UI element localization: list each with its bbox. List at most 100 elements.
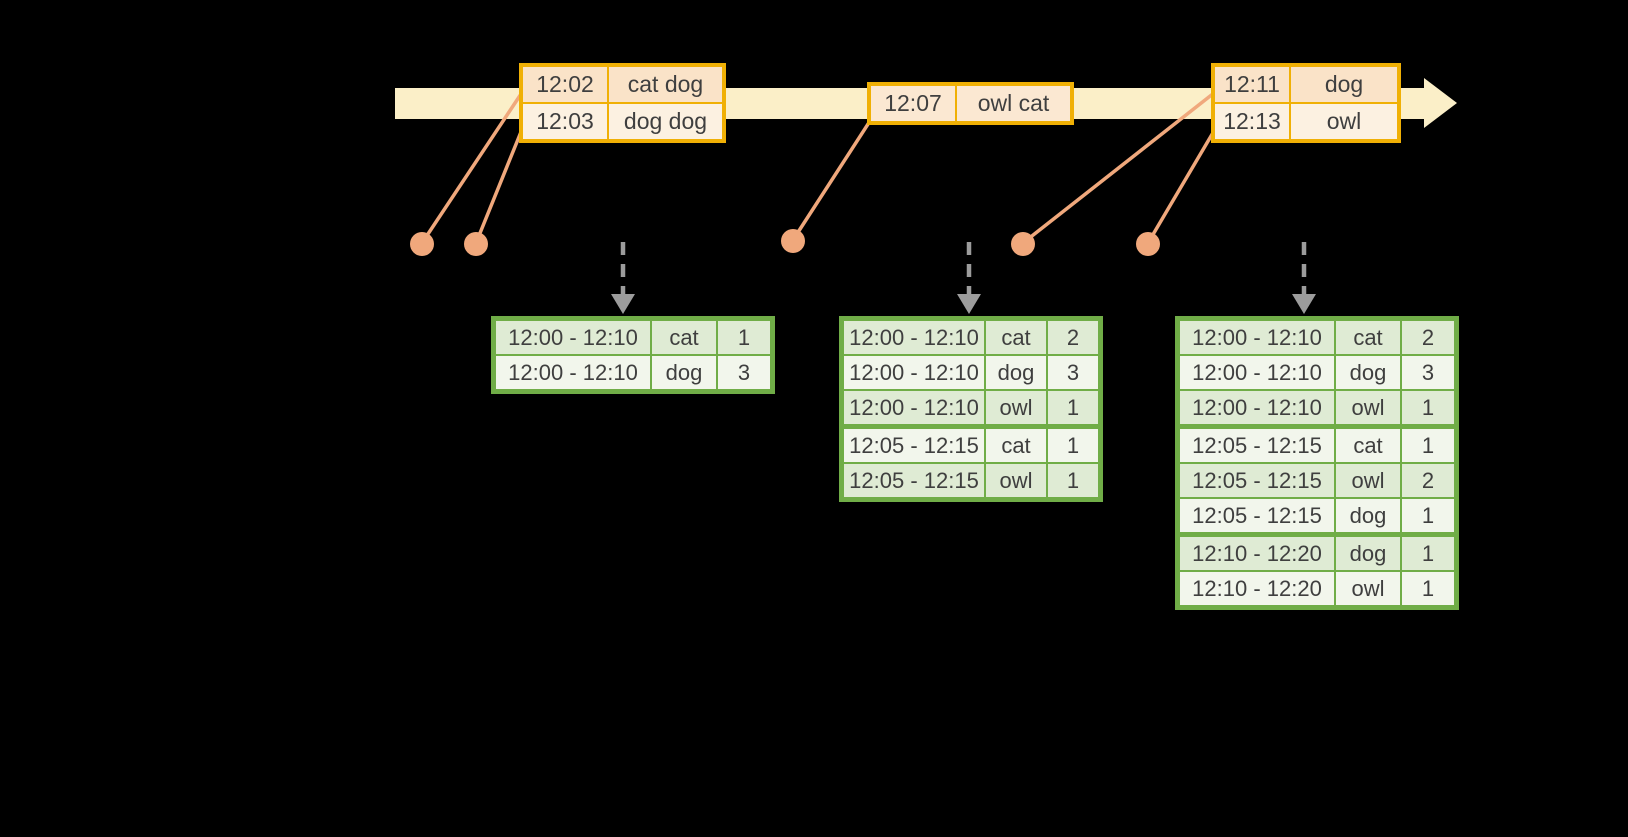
result-cell-word: owl bbox=[1334, 462, 1402, 499]
result-cell-window: 12:00 - 12:10 bbox=[492, 317, 652, 356]
event-dots bbox=[410, 229, 1160, 256]
trigger-arrowhead-icon bbox=[611, 294, 635, 314]
result-cell-word: dog bbox=[984, 354, 1048, 391]
result-cell-window: 12:00 - 12:10 bbox=[1176, 317, 1336, 356]
event-connector-lines bbox=[420, 90, 1216, 245]
result-cell-count: 1 bbox=[1400, 532, 1458, 572]
event-dot-icon bbox=[464, 232, 488, 256]
event-dot-icon bbox=[1011, 232, 1035, 256]
result-cell-count: 1 bbox=[1400, 497, 1458, 536]
event-cell-time: 12:02 bbox=[520, 64, 609, 104]
result-cell-window: 12:05 - 12:15 bbox=[1176, 497, 1336, 536]
result-cell-word: cat bbox=[1334, 317, 1402, 356]
result-cell-window: 12:00 - 12:10 bbox=[840, 389, 986, 428]
result-cell-window: 12:05 - 12:15 bbox=[1176, 462, 1336, 499]
event-cell-words: cat dog bbox=[607, 64, 725, 104]
result-cell-word: owl bbox=[984, 389, 1048, 428]
event-cell-time: 12:03 bbox=[520, 102, 609, 142]
result-cell-word: cat bbox=[984, 317, 1048, 356]
result-cell-window: 12:05 - 12:15 bbox=[840, 424, 986, 464]
event-connector bbox=[420, 90, 525, 244]
event-cell-time: 12:07 bbox=[868, 83, 957, 124]
result-cell-window: 12:10 - 12:20 bbox=[1176, 532, 1336, 572]
result-cell-count: 2 bbox=[1046, 317, 1102, 356]
result-cell-window: 12:00 - 12:10 bbox=[1176, 354, 1336, 391]
result-cell-count: 3 bbox=[716, 354, 774, 393]
result-cell-count: 3 bbox=[1046, 354, 1102, 391]
result-cell-word: owl bbox=[1334, 570, 1402, 609]
result-cell-word: cat bbox=[1334, 424, 1402, 464]
result-cell-word: dog bbox=[1334, 497, 1402, 536]
event-cell-words: dog dog bbox=[607, 102, 725, 142]
event-cell-time: 12:13 bbox=[1212, 102, 1291, 142]
event-cell-words: owl cat bbox=[955, 83, 1073, 124]
event-cell-words: owl bbox=[1289, 102, 1400, 142]
event-connector bbox=[791, 120, 872, 241]
result-cell-count: 2 bbox=[1400, 317, 1458, 356]
result-cell-count: 1 bbox=[1046, 389, 1102, 428]
result-cell-count: 1 bbox=[1400, 389, 1458, 428]
trigger-arrows bbox=[611, 242, 1316, 314]
result-cell-count: 1 bbox=[1046, 462, 1102, 501]
result-cell-count: 1 bbox=[1400, 570, 1458, 609]
result-cell-word: cat bbox=[984, 424, 1048, 464]
result-cell-window: 12:05 - 12:15 bbox=[1176, 424, 1336, 464]
result-cell-window: 12:10 - 12:20 bbox=[1176, 570, 1336, 609]
event-connector bbox=[1021, 91, 1216, 245]
timeline-arrowhead-icon bbox=[1424, 78, 1457, 128]
result-cell-word: dog bbox=[1334, 354, 1402, 391]
event-dot-icon bbox=[410, 232, 434, 256]
result-cell-count: 1 bbox=[1046, 424, 1102, 464]
result-cell-count: 2 bbox=[1400, 462, 1458, 499]
result-cell-word: owl bbox=[984, 462, 1048, 501]
event-cell-words: dog bbox=[1289, 64, 1400, 104]
result-cell-count: 1 bbox=[1400, 424, 1458, 464]
result-cell-word: owl bbox=[1334, 389, 1402, 428]
event-cell-time: 12:11 bbox=[1212, 64, 1291, 104]
trigger-arrowhead-icon bbox=[1292, 294, 1316, 314]
result-cell-window: 12:00 - 12:10 bbox=[840, 317, 986, 356]
result-cell-window: 12:00 - 12:10 bbox=[492, 354, 652, 393]
result-cell-count: 3 bbox=[1400, 354, 1458, 391]
result-cell-word: cat bbox=[650, 317, 718, 356]
result-cell-word: dog bbox=[650, 354, 718, 393]
result-cell-window: 12:00 - 12:10 bbox=[1176, 389, 1336, 428]
result-cell-word: dog bbox=[1334, 532, 1402, 572]
event-dot-icon bbox=[1136, 232, 1160, 256]
event-connector bbox=[474, 126, 525, 244]
result-cell-window: 12:05 - 12:15 bbox=[840, 462, 986, 501]
result-cell-count: 1 bbox=[716, 317, 774, 356]
